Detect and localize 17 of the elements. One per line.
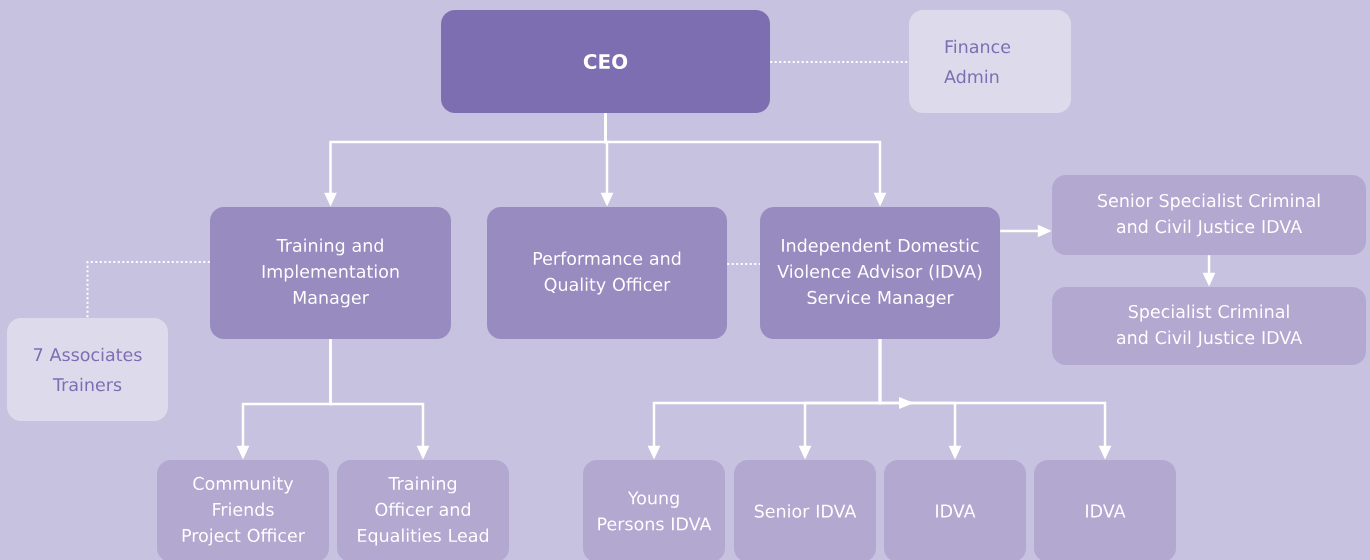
note-box: Finance Admin: [909, 10, 1071, 113]
role-box: IDVA: [884, 460, 1026, 560]
role-box: Training and Implementation Manager: [210, 207, 451, 339]
role-box: CEO: [441, 10, 770, 113]
connector: [769, 61, 910, 63]
role-box: Performance and Quality Officer: [487, 207, 727, 339]
role-box: Independent Domestic Violence Advisor (IDVA) Service Manager: [760, 207, 1000, 339]
role-box: Senior IDVA: [734, 460, 876, 560]
role-box: Training Officer and Equalities Lead: [337, 460, 509, 560]
role-box: Young Persons IDVA: [583, 460, 725, 560]
note-box: 7 Associates Trainers: [7, 318, 168, 421]
connector: [726, 263, 761, 265]
role-box: Community Friends Project Officer: [157, 460, 329, 560]
role-box: IDVA: [1034, 460, 1176, 560]
connector: [86, 261, 211, 319]
role-box: Senior Specialist Criminal and Civil Justice IDVA: [1052, 175, 1366, 255]
role-box: Specialist Criminal and Civil Justice IDVA: [1052, 287, 1366, 365]
